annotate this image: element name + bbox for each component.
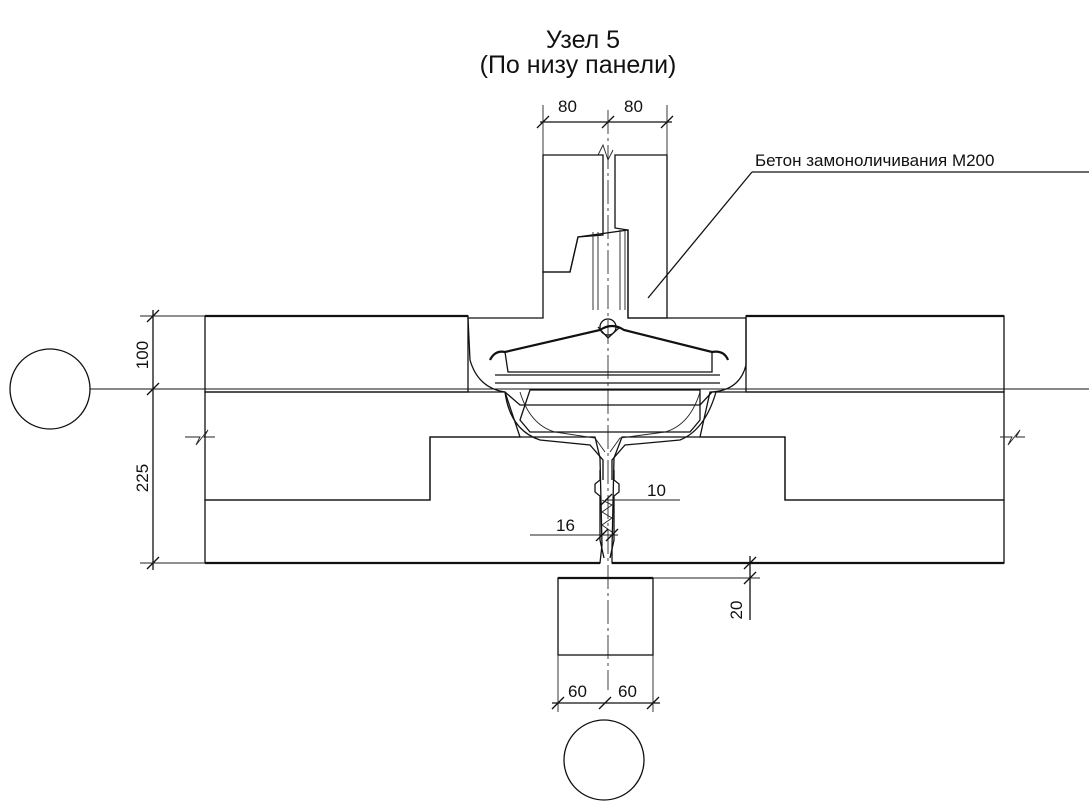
monolithic-concrete-fill <box>467 229 747 406</box>
rebar-loops <box>489 230 730 384</box>
dimension-left <box>140 309 205 570</box>
connection-element <box>504 389 717 480</box>
callout-concrete-label: Бетон замоноличивания М200 <box>755 151 994 170</box>
dim-bottom-right: 60 <box>618 682 637 701</box>
dim-bottom-left: 60 <box>568 682 587 701</box>
title-line-1: Узел 5 <box>546 26 620 54</box>
dim-left-upper: 100 <box>133 341 152 369</box>
break-mark-top <box>597 143 614 162</box>
insulation-layer <box>204 391 1005 501</box>
dim-gap-right: 10 <box>647 481 666 500</box>
dimension-gap <box>530 493 680 542</box>
dimension-bottom-offset <box>653 556 760 620</box>
dim-top-right: 80 <box>624 97 643 116</box>
title-line-2: (По низу панели) <box>480 51 677 79</box>
dim-gap-left: 16 <box>556 516 575 535</box>
axis-marker-bottom <box>563 719 645 801</box>
dim-bottom-offset: 20 <box>727 601 746 620</box>
lower-column <box>557 576 654 656</box>
dim-left-lower: 225 <box>133 464 152 492</box>
dimension-bottom <box>551 655 660 712</box>
joint-seal <box>594 470 620 559</box>
dimension-top <box>536 105 674 155</box>
break-mark-left <box>185 429 215 446</box>
callout-leader <box>647 171 1089 299</box>
upper-wall-panel <box>542 154 668 319</box>
break-mark-right <box>1000 429 1025 446</box>
axis-marker-left <box>9 348 91 430</box>
dim-top-left: 80 <box>558 97 577 116</box>
slab-lower-layer <box>204 436 1005 565</box>
